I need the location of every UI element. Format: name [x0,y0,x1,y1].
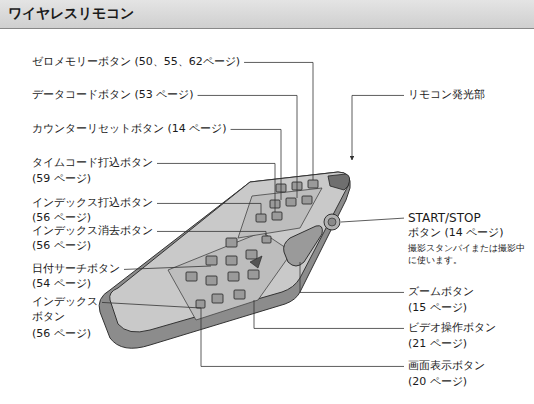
section-title: ワイヤレスリモコン [8,5,134,23]
leader-line [124,266,211,269]
callout-label: 日付サーチボタン [32,262,120,277]
leader-line [102,302,201,308]
callout-label: カウンターリセットボタン (14 ページ) [32,122,227,137]
callout-label: (56 ページ) [32,211,91,226]
leader-line [341,218,404,222]
callout-label: (56 ページ) [32,239,91,254]
callout-label: (56 ページ) [32,327,91,342]
callout-label: 画面表示ボタン [408,359,485,374]
callout-label: (15 ページ) [408,301,467,316]
note-text: 撮影スタンバイまたは撮影中に使います。 [408,242,526,266]
leader-line [201,308,404,366]
callout-label: (54 ページ) [32,277,91,292]
callout-label: ズームボタン [408,285,474,300]
leader-line [254,300,404,328]
callout-label: データコードボタン (53 ページ) [32,88,194,103]
button-name: START/STOP [408,210,481,226]
leader-line [352,95,404,160]
callout-label: インデックス消去ボタン [32,224,153,239]
leader-line [231,129,281,200]
callout-label: インデックス打込ボタン [32,196,153,211]
leader-line [157,203,261,214]
callout-label: ボタン (14 ページ) [408,226,504,241]
leader-line [157,163,275,212]
leader-line [157,231,266,236]
callout-label: (59 ページ) [32,172,91,187]
leader-line [198,95,297,198]
leader-line [300,262,404,292]
callout-label: (21 ページ) [408,337,467,352]
callout-label: リモコン発光部 [408,88,485,103]
callout-label: インデックス ボタン [32,295,102,325]
leader-line [244,62,313,180]
callout-label: (20 ページ) [408,375,467,390]
callout-label: タイムコード打込ボタン [32,156,153,171]
callout-label: ゼロメモリーボタン (50、55、62ページ) [32,55,240,70]
callout-label: ビデオ操作ボタン [408,321,496,336]
